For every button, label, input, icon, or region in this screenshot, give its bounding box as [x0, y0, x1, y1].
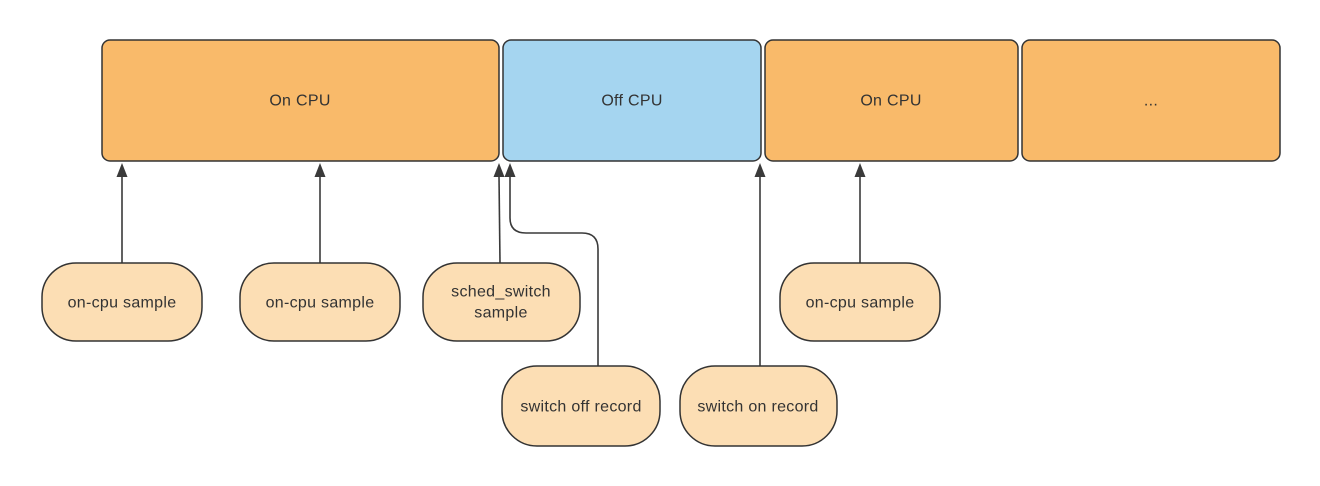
pill-on-cpu-sample-2: on-cpu sample — [239, 262, 401, 342]
arrowhead-up-icon — [504, 163, 516, 177]
pill-label: switch on record — [697, 399, 818, 416]
connector-switch-off-record — [504, 163, 599, 366]
arrowhead-up-icon — [854, 163, 866, 177]
timeline-block-continuation: ... — [1021, 39, 1281, 162]
pill-label: switch off record — [520, 399, 641, 416]
timeline-block-on-cpu-2: On CPU — [764, 39, 1019, 162]
on-cpu-block-1-label: On CPU — [269, 93, 330, 110]
arrowhead-up-icon — [493, 163, 505, 177]
on-cpu-block-1-shape — [101, 39, 500, 162]
pill-shape — [679, 365, 838, 447]
pill-sched-switch-sample: sched_switch sample — [422, 262, 581, 342]
connector-on-cpu-sample-2 — [314, 163, 326, 263]
pill-label: on-cpu sample — [266, 295, 375, 312]
arrowhead-up-icon — [314, 163, 326, 177]
pill-shape — [422, 262, 581, 342]
pill-on-cpu-sample-1: on-cpu sample — [41, 262, 203, 342]
connectors — [116, 163, 866, 366]
off-cpu-block-label: Off CPU — [601, 93, 662, 110]
arrowhead-up-icon — [754, 163, 766, 177]
off-cpu-block-shape — [502, 39, 762, 162]
pill-shape — [501, 365, 661, 447]
connector-elbow-line — [509, 176, 599, 366]
pill-switch-off-record: switch off record — [501, 365, 661, 447]
pill-label-line-2: sample — [474, 305, 527, 322]
timeline-block-on-cpu-1: On CPU — [101, 39, 500, 162]
pill-shape — [41, 262, 203, 342]
pill-label: on-cpu sample — [806, 295, 915, 312]
arrowhead-up-icon — [116, 163, 128, 177]
pill-shape — [239, 262, 401, 342]
continuation-block-label: ... — [1144, 93, 1158, 110]
pill-label: on-cpu sample — [68, 295, 177, 312]
connector-on-cpu-sample-1 — [116, 163, 128, 263]
on-cpu-block-2-shape — [764, 39, 1019, 162]
pill-shape — [779, 262, 941, 342]
timeline-row: On CPU Off CPU On CPU ... — [101, 39, 1281, 162]
event-pills: on-cpu sample on-cpu sample sched_switch… — [41, 262, 941, 447]
connector-line — [498, 175, 501, 264]
pill-on-cpu-sample-3: on-cpu sample — [779, 262, 941, 342]
pill-label-line-1: sched_switch — [451, 284, 551, 301]
connector-sched-switch-sample — [493, 163, 505, 264]
continuation-block-shape — [1021, 39, 1281, 162]
connector-switch-on-record — [754, 163, 766, 366]
pill-switch-on-record: switch on record — [679, 365, 838, 447]
connector-on-cpu-sample-3 — [854, 163, 866, 263]
on-cpu-block-2-label: On CPU — [860, 93, 921, 110]
timeline-block-off-cpu: Off CPU — [502, 39, 762, 162]
